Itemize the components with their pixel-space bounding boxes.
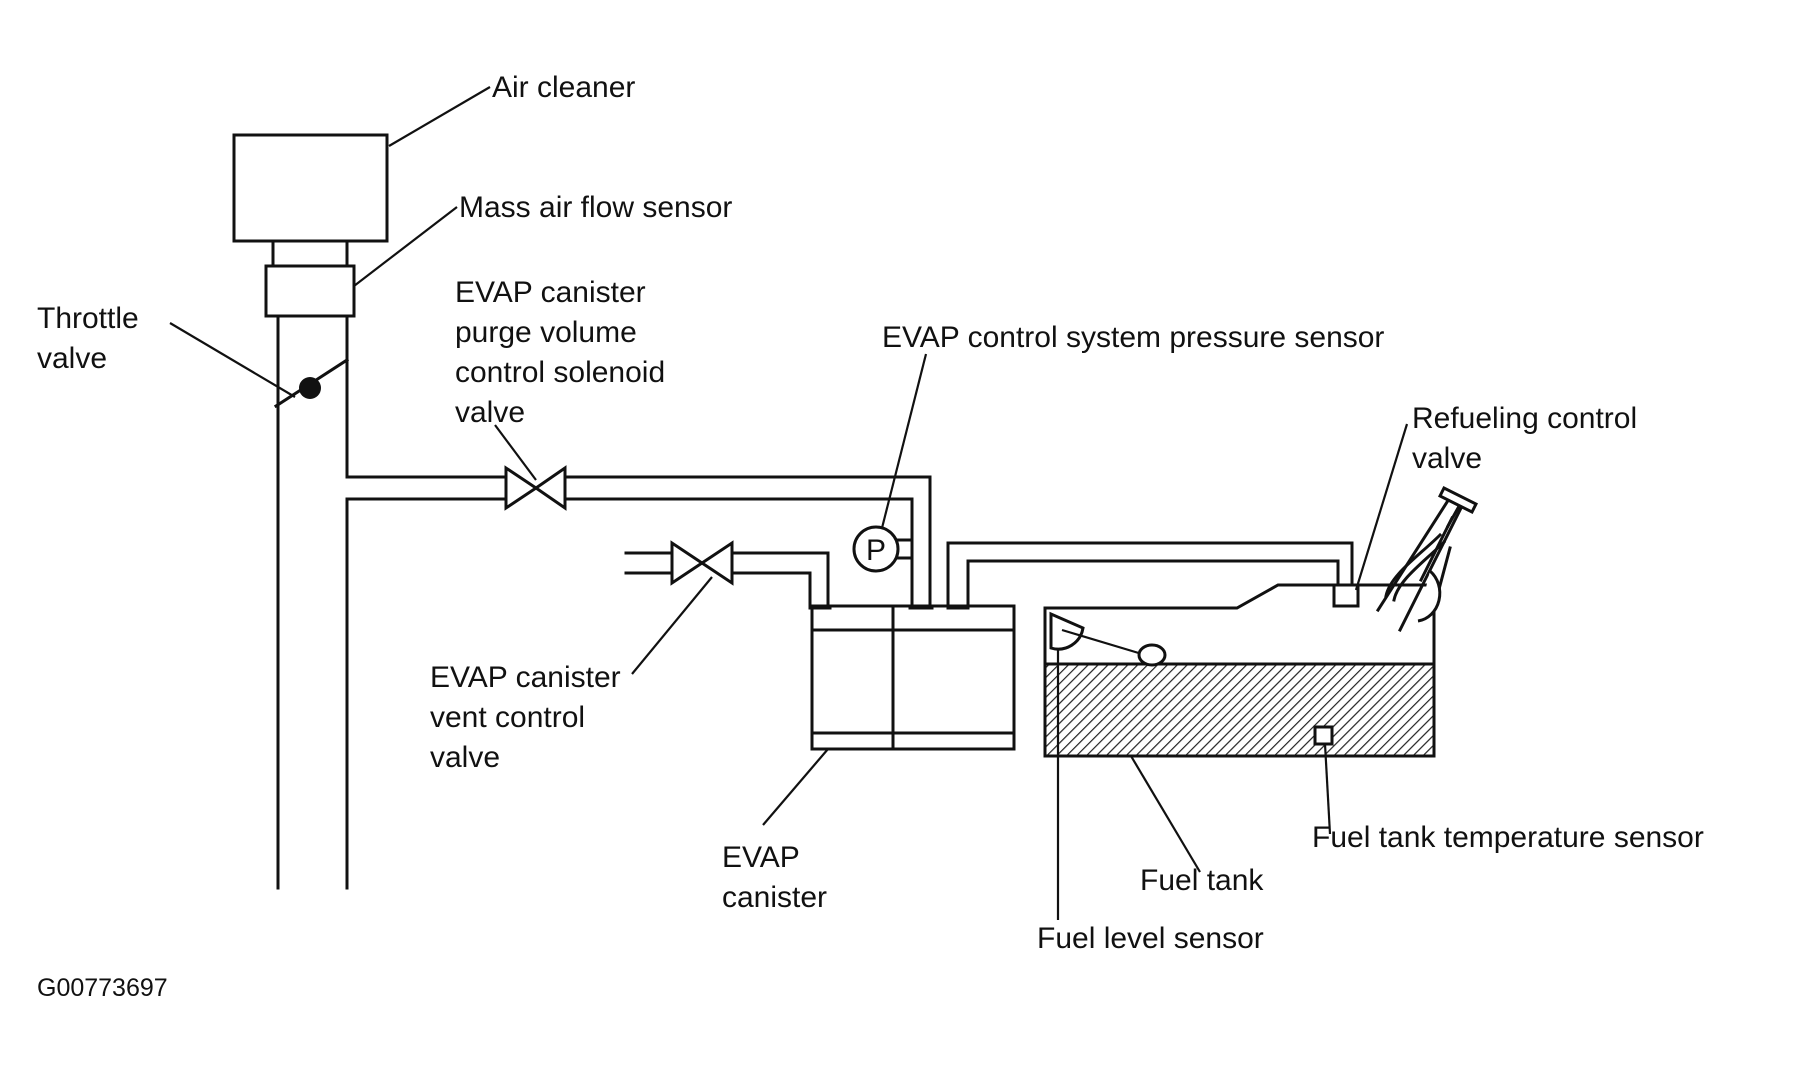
label-fuel-tank: Fuel tank <box>1140 864 1264 897</box>
fuel-filler-cap <box>1437 485 1479 529</box>
leader-maf <box>353 206 458 287</box>
leader-canister <box>762 748 829 826</box>
purge-volume-control-solenoid-valve <box>504 465 567 511</box>
fuel-in-tank <box>1045 664 1434 756</box>
leader-air-cleaner <box>388 86 491 147</box>
label-mass-air-flow-sensor: Mass air flow sensor <box>459 191 732 224</box>
label-pressure-sensor: EVAP control system pressure sensor <box>882 321 1384 354</box>
label-evap-canister: EVAP canister <box>722 841 827 914</box>
leader-vent-valve <box>631 576 713 675</box>
vapor-line-to-tank <box>946 541 1354 610</box>
label-purge-volume-control-solenoid-valve: EVAP canister purge volume control solen… <box>455 276 673 429</box>
leader-refueling-valve <box>1354 423 1409 591</box>
label-throttle-valve: Throttle valve <box>37 302 147 375</box>
vent-control-valve <box>670 540 734 586</box>
refueling-control-valve-box <box>1332 583 1360 608</box>
filler-neck <box>1375 496 1466 633</box>
leader-pressure-sensor <box>880 353 928 529</box>
label-refueling-control-valve: Refueling control valve <box>1412 402 1645 475</box>
leader-temp-sensor <box>1323 743 1332 835</box>
figure-code: G00773697 <box>37 974 168 1002</box>
leader-fuel-tank <box>1130 755 1201 873</box>
label-air-cleaner: Air cleaner <box>492 71 635 104</box>
throttle-valve <box>273 357 350 409</box>
leader-throttle <box>169 322 296 398</box>
pressure-sensor-symbol <box>852 525 900 573</box>
purge-line <box>345 475 932 610</box>
mass-air-flow-sensor-box <box>264 264 356 318</box>
label-vent-control-valve: EVAP canister vent control valve <box>430 661 629 774</box>
pressure-sensor-p-label: P <box>866 534 886 567</box>
label-fuel-tank-temperature-sensor: Fuel tank temperature sensor <box>1312 821 1704 854</box>
air-cleaner-box <box>232 133 389 243</box>
fuel-level-sensor <box>1049 611 1167 920</box>
evap-canister <box>808 604 1016 751</box>
fuel-tank-temperature-sensor-box <box>1313 725 1334 746</box>
label-fuel-level-sensor: Fuel level sensor <box>1037 922 1264 955</box>
leader-purge-valve <box>494 424 537 481</box>
pressure-sensor-connection <box>896 538 914 560</box>
vent-line <box>624 551 830 610</box>
